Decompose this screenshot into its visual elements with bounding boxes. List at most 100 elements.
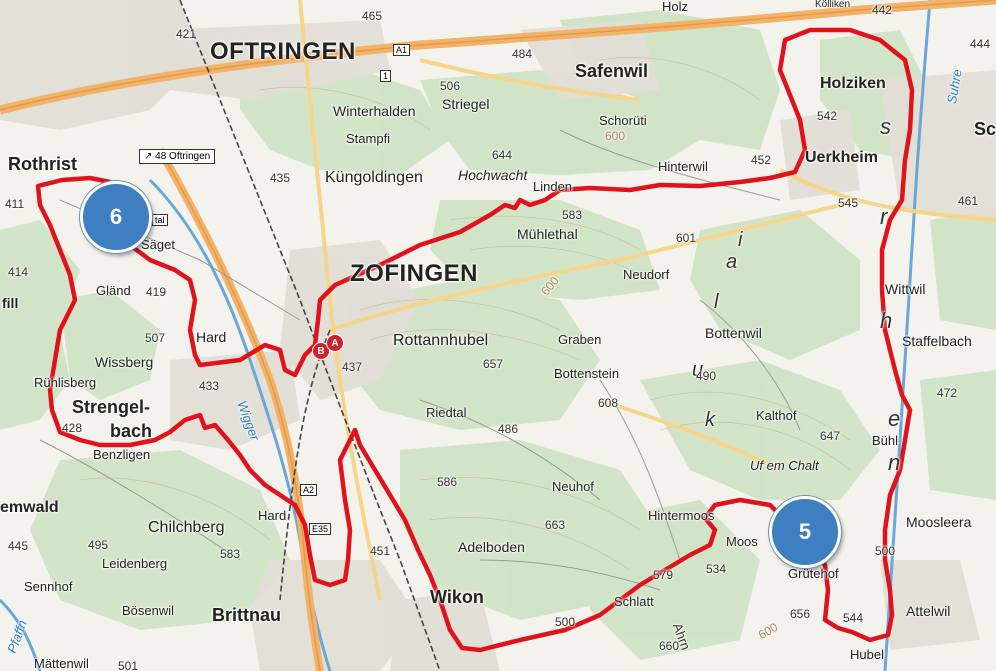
height-label: 428 (62, 421, 83, 435)
place-label-moos: Moos (726, 534, 758, 549)
place-label-grutehof: Grütehof (788, 566, 839, 581)
place-label-hintermoos: Hintermoos (648, 508, 715, 523)
motorway-badge-a1: A1 (393, 44, 411, 56)
contour-height-label: 600 (605, 129, 626, 143)
forest-areas (0, 10, 996, 660)
place-label-chilchberg: Chilchberg (148, 519, 225, 536)
place-label-neuhof: Neuhof (552, 479, 594, 494)
place-label-hochwacht: Hochwacht (458, 167, 528, 183)
height-label: 501 (118, 659, 139, 671)
town-label-holziken: Holziken (820, 75, 886, 92)
place-label-saget: Säget (141, 237, 175, 252)
place-label-holz: Holz (662, 0, 689, 14)
valley-letter-a: a (726, 251, 738, 273)
town-label-safenwil: Safenwil (575, 61, 649, 81)
motorway-a1 (0, 0, 996, 115)
height-label: 660 (659, 639, 680, 653)
valley-letter-l: l (714, 291, 719, 313)
road-badge-e35: E35 (309, 523, 332, 535)
place-label-schlatt: Schlatt (614, 594, 654, 609)
place-label-benzligen: Benzligen (93, 447, 151, 462)
town-label-uerkheim: Uerkheim (805, 149, 878, 166)
place-label-uf-em-chalt: Uf em Chalt (750, 458, 819, 473)
height-label: 461 (958, 194, 979, 208)
height-label: 472 (937, 386, 958, 400)
height-label: 657 (483, 357, 504, 371)
place-label-kolliken: Kölliken (815, 0, 851, 10)
height-label: 583 (220, 547, 241, 561)
place-label-bottenwil: Bottenwil (705, 325, 762, 341)
place-label-hard: Hard (196, 329, 227, 345)
place-label-schoruti: Schorüti (599, 113, 647, 128)
place-label-sc: Sc (974, 119, 996, 139)
height-label: 500 (875, 544, 896, 558)
height-label: 579 (653, 568, 674, 582)
place-label-attelwil: Attelwil (906, 603, 951, 619)
height-label: 490 (696, 369, 717, 383)
height-label: 437 (342, 360, 363, 374)
town-label-strengelbach-1: Strengel- (72, 397, 151, 417)
valley-letter-k: k (705, 409, 715, 431)
road-sign-oftringen: ↗ 48 Oftringen (139, 149, 216, 164)
place-label-mooslee: Moosleera (906, 514, 972, 530)
place-label-bosenwil: Bösenwil (122, 603, 175, 618)
height-label: 601 (676, 231, 697, 245)
place-label-bottenstein: Bottenstein (554, 366, 620, 381)
town-label-rothrist: Rothrist (8, 154, 77, 174)
town-label-strengelbach-2: bach (110, 421, 153, 441)
place-label-wissberg: Wissberg (95, 354, 154, 370)
place-label-rottannhubel: Rottannhubel (393, 332, 489, 349)
place-label-graben: Graben (558, 332, 602, 347)
height-label: 419 (146, 285, 167, 299)
place-label-stampfi: Stampfi (346, 131, 391, 146)
height-label: 433 (199, 379, 220, 393)
height-label: 644 (492, 148, 513, 162)
town-label-zofingen: ZOFINGEN (350, 260, 478, 287)
place-label-ruhlisberg: Rühlisberg (34, 375, 97, 390)
height-label: 445 (8, 539, 29, 553)
height-label: 435 (270, 171, 291, 185)
height-label: 414 (8, 265, 29, 279)
valley-letter-i: i (738, 229, 743, 251)
place-label-linden: Linden (533, 179, 573, 194)
place-label-winterhalden: Winterhalden (333, 103, 416, 119)
road-badge-tal: tal (152, 214, 168, 226)
height-label: 484 (512, 47, 533, 61)
place-label-muehlethal: Mühlethal (517, 226, 578, 242)
stage-marker-5[interactable]: 5 (769, 496, 841, 568)
place-label-buhl: Bühl (872, 433, 899, 448)
stage-marker-6[interactable]: 6 (80, 181, 152, 253)
valley-letter-h: h (880, 308, 893, 333)
motorway-a2 (156, 148, 324, 671)
valley-letter-r: r (880, 204, 888, 229)
pin-a[interactable]: A (326, 334, 344, 352)
height-label: 647 (820, 429, 841, 443)
place-label-kungoldingen: Küngoldingen (325, 169, 423, 186)
height-label: 534 (706, 562, 727, 576)
height-label: 608 (598, 396, 619, 410)
height-label: 583 (562, 208, 583, 222)
height-label: 500 (555, 615, 576, 629)
place-label-leidenberg: Leidenberg (102, 556, 168, 571)
pin-b[interactable]: B (312, 342, 330, 360)
valley-letter-n: n (888, 450, 901, 475)
height-label: 586 (437, 475, 458, 489)
height-label: 451 (370, 544, 391, 558)
height-label: 495 (88, 538, 109, 552)
height-label: 465 (362, 9, 383, 23)
place-label-hubel: Hubel (850, 647, 884, 662)
height-label: 656 (790, 607, 811, 621)
hiking-route (35, 27, 915, 653)
place-label-striegel: Striegel (442, 96, 490, 112)
height-label: 421 (176, 27, 197, 41)
place-label-wittwil: Wittwil (885, 281, 926, 297)
valley-letter-e: e (888, 406, 901, 431)
height-label: 444 (970, 37, 991, 51)
height-label: 544 (843, 611, 864, 625)
height-label: 506 (440, 79, 461, 93)
place-label-gland: Gländ (96, 283, 131, 298)
height-label: 542 (817, 109, 838, 123)
valley-letter-s: s (880, 114, 891, 139)
